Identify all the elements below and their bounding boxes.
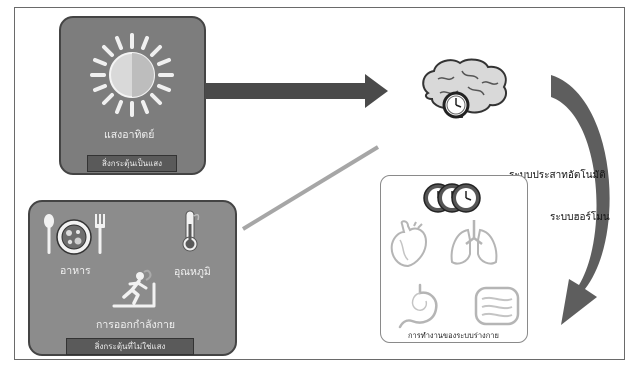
stomach-icon bbox=[398, 283, 438, 329]
light-stimulus-caption: สิ่งกระตุ้นเป็นแสง bbox=[87, 155, 177, 172]
food-label: อาหาร bbox=[60, 265, 91, 277]
temperature-label: อุณหภูมิ bbox=[174, 266, 211, 278]
heart-icon bbox=[390, 220, 428, 268]
treadmill-exercise-icon bbox=[112, 269, 156, 308]
non-light-stimulus-caption: สิ่งกระตุ้นที่ไม่ใช่แสง bbox=[66, 338, 194, 355]
autonomic-nervous-system-label: ระบบประสาทอัตโนมัติ bbox=[509, 170, 606, 181]
body-systems-caption: การทำงานของระบบร่างกาย bbox=[408, 331, 499, 340]
intestine-icon bbox=[474, 286, 520, 326]
light-to-brain-arrow bbox=[205, 74, 388, 108]
lungs-icon bbox=[450, 220, 498, 265]
hormone-system-label: ระบบฮอร์โมน bbox=[550, 212, 610, 223]
thermometer-icon bbox=[182, 210, 200, 252]
clocks-icon bbox=[423, 183, 481, 213]
food-plate-icon bbox=[44, 214, 105, 255]
exercise-label: การออกกำลังกาย bbox=[96, 319, 176, 331]
nonlight-to-brain-arrow bbox=[241, 145, 380, 231]
sun-icon bbox=[90, 33, 174, 117]
brain-to-body-curved-arrow bbox=[551, 75, 610, 325]
light-stimulus-title: แสงอาทิตย์ bbox=[104, 129, 155, 141]
brain-clock-icon bbox=[422, 58, 508, 119]
